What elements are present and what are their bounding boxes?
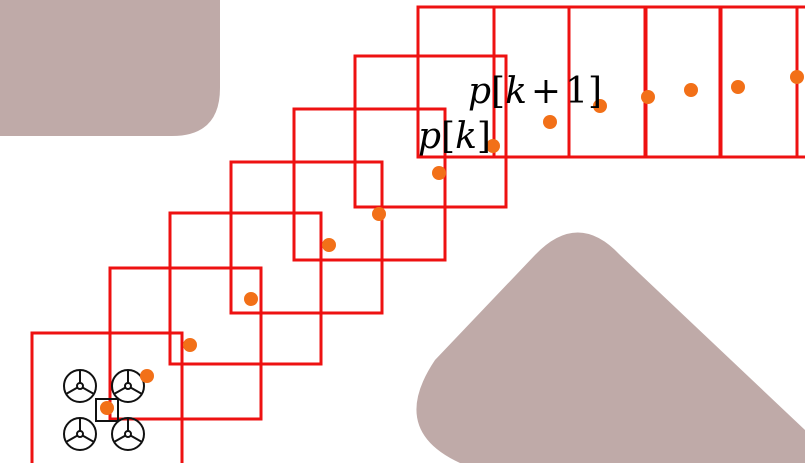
- label-p-k1-operator: +: [531, 71, 561, 112]
- waypoint-2: [140, 369, 154, 383]
- label-p-k-open: [: [441, 116, 455, 157]
- label-p-k-index: k: [455, 116, 477, 157]
- label-p-k-close: ]: [477, 116, 491, 157]
- waypoint-14: [790, 70, 804, 84]
- label-p-k-symbol: p: [418, 116, 441, 157]
- label-p-k1-close: ]: [588, 71, 602, 112]
- rotor-bottom-left: [63, 417, 97, 451]
- waypoints: [100, 70, 804, 415]
- waypoint-4: [244, 292, 258, 306]
- waypoint-1: [100, 401, 114, 415]
- planning-windows: [30, 5, 805, 463]
- label-p-k-plus-1: p[k+1]: [468, 71, 602, 112]
- rotor-top-right: [111, 369, 145, 403]
- window-3: [168, 211, 323, 366]
- waypoint-pk: [486, 139, 500, 153]
- rotor-bottom-right: [111, 417, 145, 451]
- window-11: [719, 5, 805, 159]
- waypoint-3: [183, 338, 197, 352]
- rotor-top-left: [63, 369, 97, 403]
- drone-body: [95, 398, 119, 422]
- waypoint-9: [543, 115, 557, 129]
- waypoint-11: [641, 90, 655, 104]
- label-p-k1-offset: 1: [565, 71, 588, 112]
- label-p-k1-symbol: p: [468, 71, 491, 112]
- window-5: [292, 107, 447, 262]
- label-p-k1-open: [: [491, 71, 505, 112]
- window-4: [229, 160, 384, 315]
- obstacle-top-left: [0, 0, 220, 136]
- obstacle-bottom-right: [416, 232, 805, 463]
- label-p-k: p[k]: [418, 116, 491, 157]
- label-p-k1-index: k: [505, 71, 527, 112]
- waypoint-12: [684, 83, 698, 97]
- waypoint-13: [731, 80, 745, 94]
- waypoint-pk1: [593, 99, 607, 113]
- window-2: [108, 266, 263, 421]
- window-1: [30, 331, 184, 463]
- window-6: [353, 54, 508, 209]
- waypoint-5: [322, 238, 336, 252]
- waypoint-labels: p[k] p[k+1]: [418, 71, 602, 157]
- quadrotor-drone-icon: [63, 369, 145, 451]
- waypoint-7: [432, 166, 446, 180]
- waypoint-6: [372, 207, 386, 221]
